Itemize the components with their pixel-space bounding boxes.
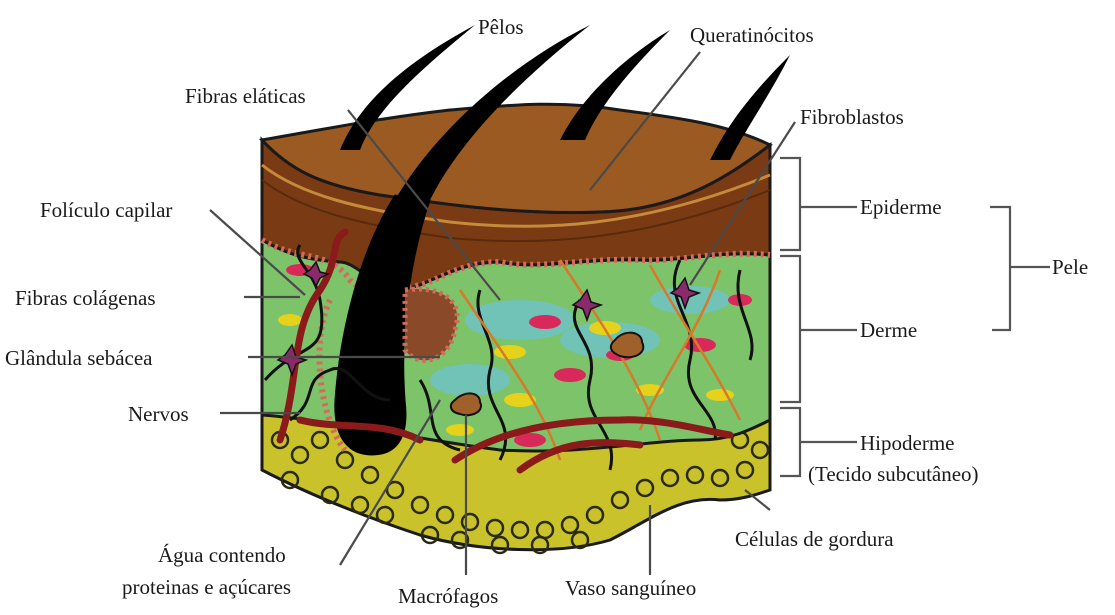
label-epiderme: Epiderme — [860, 195, 942, 219]
label-glandula-sebacea: Glândula sebácea — [5, 346, 153, 370]
label-fibras-elaticas: Fibras eláticas — [185, 84, 306, 108]
label-vaso-sanguineo: Vaso sanguíneo — [565, 576, 696, 600]
label-pele: Pele — [1052, 255, 1088, 279]
label-pelos: Pêlos — [478, 15, 524, 39]
label-nervos: Nervos — [128, 402, 189, 426]
label-tecido-subcutaneo: (Tecido subcutâneo) — [808, 462, 979, 486]
label-derme: Derme — [860, 318, 917, 342]
label-celulas-gordura: Células de gordura — [735, 527, 894, 551]
label-agua-line2: proteinas e açúcares — [122, 575, 291, 599]
label-foliculo-capilar: Folículo capilar — [40, 198, 172, 222]
label-macrofagos: Macrófagos — [398, 584, 498, 608]
sebaceous-gland — [405, 289, 457, 360]
label-hipoderme: Hipoderme — [860, 431, 954, 455]
label-fibroblastos: Fibroblastos — [800, 105, 904, 129]
label-agua-line1: Água contendo — [158, 543, 286, 567]
label-fibras-colagenas: Fibras colágenas — [15, 286, 156, 310]
label-queratinocitos: Queratinócitos — [690, 23, 814, 47]
skin-cross-section — [262, 25, 790, 553]
